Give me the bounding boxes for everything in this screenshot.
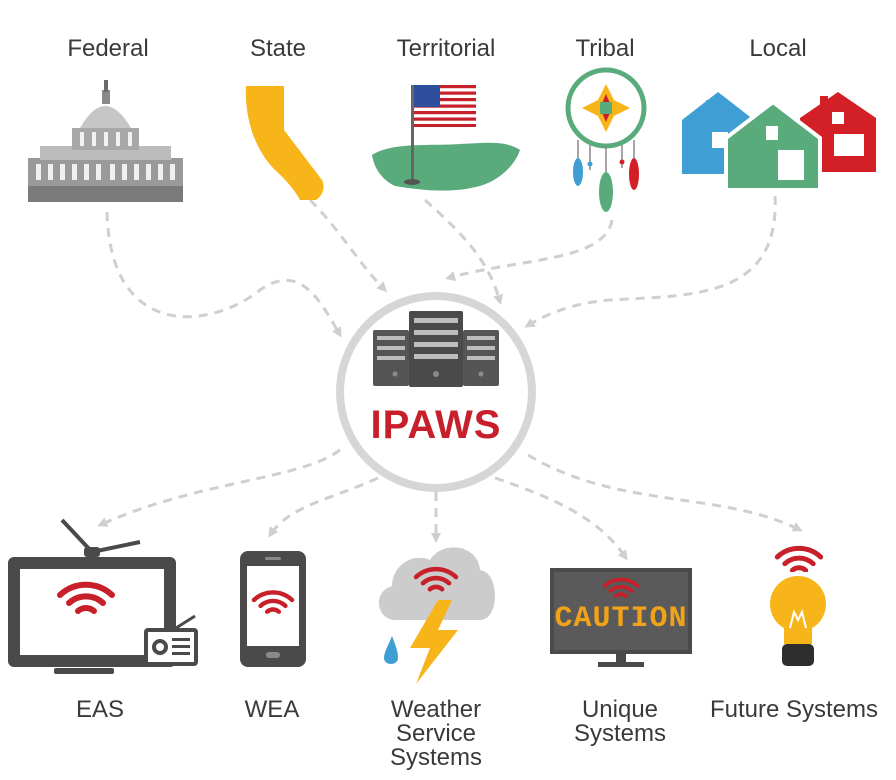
arrow-ipaws-to-wea	[268, 476, 379, 538]
arrow-tribal-to-ipaws	[445, 219, 614, 282]
label-state: State	[249, 35, 307, 62]
label-wea: WEA	[244, 696, 300, 723]
label-weather-line-3: Systems	[389, 744, 482, 771]
arrow-ipaws-to-unique	[494, 476, 628, 561]
dreamcatcher-icon	[565, 67, 647, 212]
houses-icon	[682, 92, 876, 192]
smartphone-icon	[240, 551, 306, 667]
label-tribal: Tribal	[575, 35, 635, 62]
server-rack-icon	[373, 311, 499, 387]
lightbulb-icon	[770, 548, 826, 666]
capitol-building-icon	[28, 80, 183, 202]
caution-sign-icon: CAUTION	[550, 568, 692, 667]
caution-sign-text: CAUTION	[554, 602, 687, 636]
storm-cloud-icon	[378, 547, 495, 684]
arrow-local-to-ipaws	[524, 195, 777, 328]
arrow-federal-to-ipaws	[105, 211, 342, 338]
arrow-ipaws-to-eas	[97, 448, 341, 527]
arrow-territorial-to-ipaws	[424, 198, 504, 305]
label-weather-service-systems: Weather Service Systems	[336, 698, 536, 770]
flag-territory-icon	[372, 85, 520, 191]
house-green	[724, 99, 822, 192]
label-weather-line-2: Service	[395, 720, 477, 747]
ipaws-hub	[336, 292, 536, 492]
label-unique-systems: Unique Systems	[520, 698, 720, 746]
ipaws-title: IPAWS	[370, 403, 502, 447]
label-eas: EAS	[75, 696, 125, 723]
label-future-systems: Future Systems	[709, 696, 879, 723]
tv-radio-icon	[8, 518, 198, 674]
california-map-icon	[245, 86, 324, 200]
arrow-state-to-ipaws	[308, 198, 388, 293]
label-federal: Federal	[67, 35, 149, 62]
connectors	[97, 195, 803, 561]
label-unique-line-1: Unique	[581, 696, 659, 723]
label-local: Local	[749, 35, 807, 62]
arrow-ipaws-to-future	[527, 453, 803, 532]
label-unique-line-2: Systems	[573, 720, 666, 747]
label-weather-line-1: Weather	[390, 696, 482, 723]
label-territorial: Territorial	[396, 35, 496, 62]
